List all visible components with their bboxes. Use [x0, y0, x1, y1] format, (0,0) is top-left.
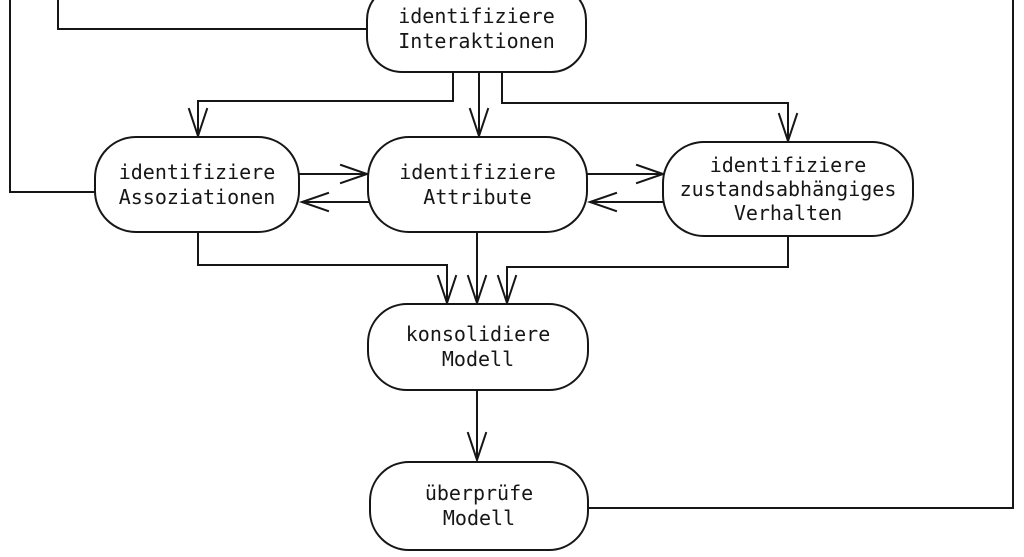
connector-verhalten-to-konsolidiere — [496, 235, 789, 307]
arrowhead-left-icon — [586, 191, 618, 213]
connector-attribute-to-konsolidiere — [466, 231, 488, 307]
connector-line — [501, 72, 789, 141]
connector-interaktionen-to-attribute — [468, 72, 490, 140]
node-identifiziere-assoziationen-label: identifiziere Assoziationen — [118, 159, 276, 209]
node-identifiziere-zustandsabhaengiges-verhalten: identifiziere zustandsabhängiges Verhalt… — [662, 141, 914, 237]
node-ueberpruefe-modell-label: überprüfe Modell — [424, 481, 534, 530]
node-identifiziere-zustandsabhaengiges-verhalten-label: identifiziere zustandsabhängiges Verhalt… — [679, 153, 897, 225]
connector-verhalten-to-attribute — [586, 191, 666, 213]
connector-line — [506, 235, 789, 303]
feedback-left-outer-line — [9, 0, 98, 193]
node-ueberpruefe-modell: überprüfe Modell — [369, 461, 589, 551]
connector-feedback-left-inner — [57, 0, 370, 30]
connector-feedback-left-outer — [9, 0, 98, 193]
connector-line — [197, 231, 448, 303]
connector-interaktionen-to-assoziationen — [187, 72, 454, 140]
node-konsolidiere-modell-label: konsolidiere Modell — [405, 322, 551, 371]
node-identifiziere-attribute: identifiziere Attribute — [367, 136, 588, 233]
arrowhead-down-icon — [466, 431, 488, 464]
arrowhead-left-icon — [298, 191, 330, 213]
connector-attribute-to-assoziationen — [298, 191, 371, 213]
connector-interaktionen-to-verhalten — [501, 72, 799, 145]
connector-line — [197, 72, 454, 136]
node-identifiziere-interaktionen-label: identifiziere Interaktionen — [398, 3, 555, 53]
node-konsolidiere-modell: konsolidiere Modell — [367, 303, 589, 391]
connector-feedback-right — [586, 0, 1014, 509]
node-identifiziere-attribute-label: identifiziere Attribute — [399, 159, 556, 209]
node-identifiziere-interaktionen: identifiziere Interaktionen — [366, 0, 587, 73]
feedback-right-line — [586, 0, 1014, 509]
connector-assoziationen-to-konsolidiere — [197, 231, 458, 307]
connector-attribute-to-verhalten — [585, 163, 667, 185]
connector-assoziationen-to-attribute — [297, 163, 371, 185]
connector-konsolidiere-to-ueberpruefe — [466, 389, 488, 464]
node-identifiziere-assoziationen: identifiziere Assoziationen — [94, 136, 300, 233]
feedback-left-inner-line — [57, 0, 370, 30]
